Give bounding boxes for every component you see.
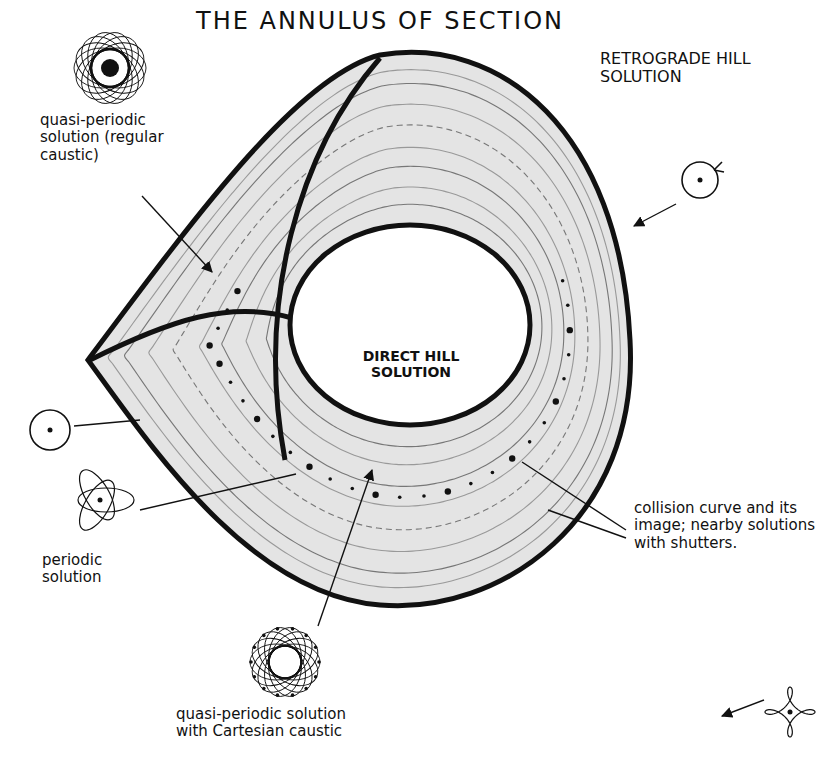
orbit-trace <box>260 623 321 686</box>
caustic-core <box>101 59 119 77</box>
caustic-dot <box>262 687 266 691</box>
band-line <box>266 204 542 446</box>
caustic-dot <box>291 627 295 631</box>
caustic-dot <box>276 693 280 697</box>
orbit-dot <box>225 308 229 312</box>
centre-dot <box>48 428 53 433</box>
band-lines <box>108 70 620 588</box>
orbit-dot <box>567 353 571 357</box>
orbit-dot <box>542 421 546 425</box>
annotation-label: quasi-periodic solution with Cartesian c… <box>176 706 376 741</box>
orbit-trace <box>83 34 151 94</box>
regular-caustic-icon <box>69 27 151 108</box>
orbit-dot <box>216 326 220 330</box>
direct-hill-curve <box>90 311 292 360</box>
band-line <box>173 125 588 530</box>
orbit-trace <box>262 631 324 686</box>
caustic-dot <box>304 687 308 691</box>
direct-hill-curve <box>290 225 530 425</box>
retrograde-crease <box>276 58 380 460</box>
orbit-trace <box>246 638 308 693</box>
direct-orbit-icon <box>30 410 70 450</box>
annotation-label: periodic solution <box>42 552 152 587</box>
orbit-dot <box>469 482 473 486</box>
band-line <box>199 147 574 506</box>
orbit-dot <box>289 451 293 455</box>
orbit-dot <box>306 464 312 470</box>
orbit-dot <box>372 491 378 497</box>
diagram-title: THE ANNULUS OF SECTION <box>150 8 610 36</box>
leader-line <box>140 474 296 510</box>
annotation-label: quasi-periodic solution (regular caustic… <box>40 112 165 164</box>
orbit-dot <box>241 399 245 403</box>
orbit-dot <box>229 380 233 384</box>
orbit-trace <box>73 465 122 525</box>
orbit-dot <box>422 494 426 498</box>
orbit-dot <box>566 303 570 307</box>
leader-line <box>142 196 212 272</box>
band-line <box>149 104 600 551</box>
orbit-dot <box>561 279 565 283</box>
caustic-dot <box>317 660 321 664</box>
leader-line <box>318 470 372 626</box>
orbit-dot <box>271 435 275 439</box>
caustic-dot <box>304 634 308 638</box>
caustic-dot <box>262 634 266 638</box>
leader-line <box>548 510 626 538</box>
orbit-dot <box>567 327 573 333</box>
orbit-dot <box>491 471 495 475</box>
caustic-dot <box>253 645 257 649</box>
annotation-label: DIRECT HILL SOLUTION <box>355 348 467 380</box>
orbit-dots <box>206 279 573 499</box>
caustic-dot <box>249 660 253 664</box>
orbit-dot <box>216 360 222 366</box>
centre-dot <box>98 498 103 503</box>
cartesian-caustic-icon <box>246 623 325 700</box>
orbit-dot <box>445 488 451 494</box>
caustic-dot <box>314 675 318 679</box>
retrograde-orbit-icon <box>682 162 718 198</box>
orbit-dot <box>528 440 532 444</box>
direction-tick <box>714 162 724 172</box>
annotation-label: collision curve and its image; nearby so… <box>634 500 830 552</box>
orbit-trace <box>765 687 815 737</box>
leader-line <box>722 700 764 716</box>
leader-lines <box>74 196 764 716</box>
annotation-label: RETROGRADE HILL SOLUTION <box>600 50 770 87</box>
centre-dot <box>698 178 703 183</box>
caustic-dot <box>253 675 257 679</box>
orbit-dot <box>509 455 515 461</box>
looped-orbit-icon <box>765 687 815 737</box>
orbit-trace <box>260 624 307 683</box>
orbit-dot <box>398 495 402 499</box>
annulus-shading <box>88 52 631 605</box>
leader-line <box>634 204 676 226</box>
centre-dot <box>788 710 793 715</box>
orbit-dot <box>328 477 332 481</box>
leader-line <box>74 420 140 426</box>
orbit-dot <box>350 487 354 491</box>
orbit-dot <box>562 377 566 381</box>
orbit-dot <box>254 416 260 422</box>
retrograde-boundary <box>88 52 631 605</box>
band-line <box>108 70 620 588</box>
caustic-dot <box>314 645 318 649</box>
band-line <box>222 166 564 486</box>
orbit-dot <box>206 342 212 348</box>
orbit-dot <box>553 398 559 404</box>
orbit-dot <box>234 288 240 294</box>
caustic-dot <box>276 627 280 631</box>
periodic-orbit-icon <box>73 465 134 536</box>
caustic-dot <box>291 693 295 697</box>
